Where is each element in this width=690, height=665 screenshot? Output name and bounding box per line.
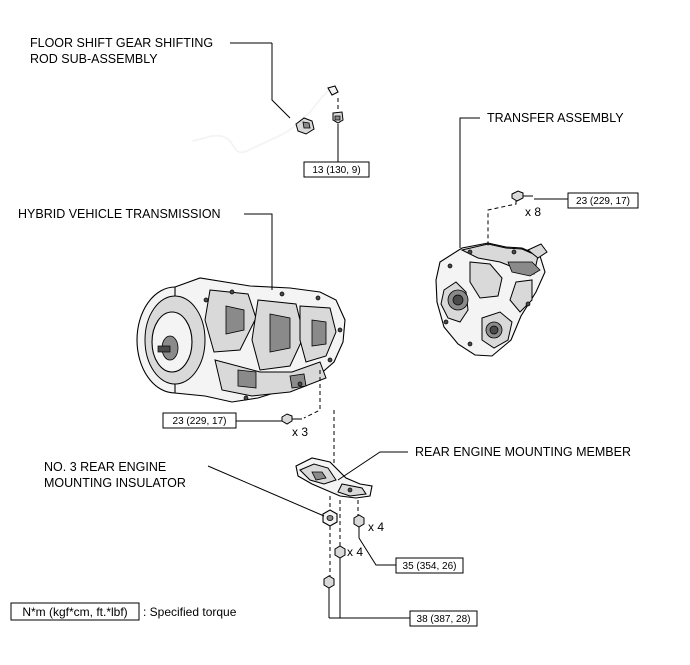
legend-torque-text: : Specified torque	[143, 605, 237, 619]
transfer-bolt-qty: x 8	[525, 205, 541, 219]
insulator-nut-qty: x 4	[347, 545, 363, 559]
insulator-bolt-illustration	[323, 575, 335, 618]
torque-box-insulator-bolt	[409, 610, 478, 627]
leader-line	[244, 213, 273, 290]
torque-value-transfer: 23 (229, 17)	[576, 196, 630, 207]
shift-rod-illustration	[192, 85, 344, 154]
floor-shift-label-line2: ROD SUB-ASSEMBLY	[30, 52, 158, 66]
torque-value-member-bolt: 35 (354, 26)	[403, 561, 457, 572]
legend-torque-units: N*m (kgf*cm, ft.*lbf)	[22, 605, 127, 619]
torque-box-transmission	[162, 412, 237, 429]
leader-line	[358, 537, 396, 566]
insulator-nut-illustration	[322, 509, 338, 527]
leader-line	[337, 451, 408, 481]
insulator-label-line1: NO. 3 REAR ENGINE	[44, 460, 166, 474]
member-bolt-qty: x 4	[368, 520, 384, 534]
insulator-label-line2: MOUNTING INSULATOR	[44, 476, 186, 490]
leader-line	[487, 201, 517, 246]
torque-value-transmission: 23 (229, 17)	[173, 416, 227, 427]
legend-torque-box	[10, 602, 140, 621]
mounting-member-illustration	[295, 457, 373, 499]
mounting-member-label: REAR ENGINE MOUNTING MEMBER	[415, 445, 631, 459]
torque-value-shift-rod: 13 (130, 9)	[312, 165, 360, 176]
torque-value-insulator-bolt: 38 (387, 28)	[417, 614, 471, 625]
transfer-assembly-illustration	[435, 242, 548, 357]
transfer-assembly-label: TRANSFER ASSEMBLY	[487, 111, 624, 125]
torque-box-transfer	[567, 192, 639, 209]
leader-line	[459, 117, 480, 248]
transfer-bolt	[511, 190, 524, 202]
leader-line	[303, 370, 321, 419]
hybrid-transmission-illustration	[136, 277, 346, 403]
torque-box-member-bolt	[395, 557, 464, 574]
leader-line	[207, 465, 325, 517]
floor-shift-label-line1: FLOOR SHIFT GEAR SHIFTING	[30, 36, 213, 50]
leader-line	[271, 43, 291, 119]
transmission-bolt-qty: x 3	[292, 425, 308, 439]
member-bolt-illustration	[353, 514, 365, 538]
hybrid-transmission-label: HYBRID VEHICLE TRANSMISSION	[18, 207, 221, 221]
insulator-nut-lower-illustration	[334, 545, 346, 559]
transmission-bolt	[281, 413, 293, 425]
torque-box-shift-rod	[303, 161, 370, 178]
leader-line	[325, 124, 339, 163]
